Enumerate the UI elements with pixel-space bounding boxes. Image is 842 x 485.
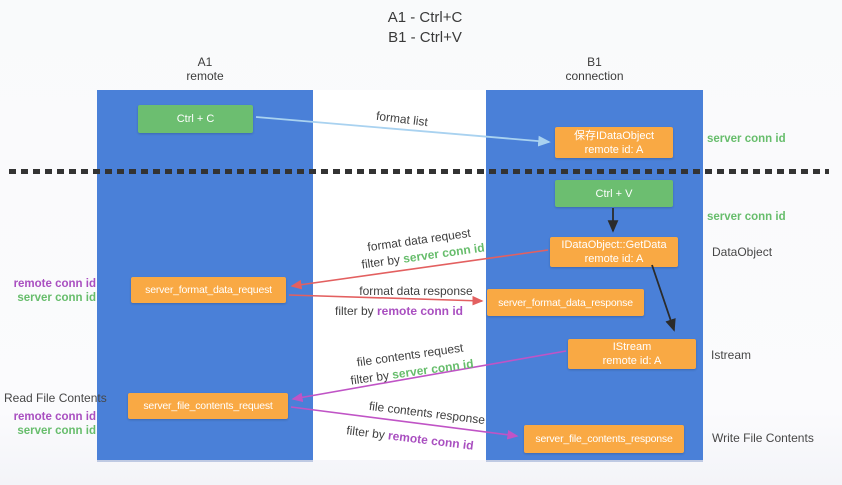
ctrl-v-label: Ctrl + V [595,187,633,200]
annotation-dataobject: DataObject [712,245,773,259]
getdata-line1: IDataObject::GetData [561,239,667,251]
save-idataobject-line1: 保存IDataObject [573,129,655,142]
annotation-server-conn-id-1: server conn id [17,292,96,304]
ctrl-c-label: Ctrl + C [176,113,215,125]
annotation-server-conn-id-2: server conn id [17,425,96,437]
annotation-remote-conn-id-1: remote conn id [13,278,96,290]
annotation-read-file-contents: Read File Contents [4,391,107,405]
column-header-a1: A1 remote [97,55,313,83]
node-ctrl-v: Ctrl + V [555,180,673,207]
node-idataobject-getdata: IDataObject::GetData remote id: A [550,237,678,267]
title-line-1: A1 - Ctrl+C [387,9,463,26]
column-a1-role: remote [186,69,224,83]
istream-line1: IStream [612,341,652,353]
node-server-file-contents-request: server_file_contents_request [128,393,288,419]
istream-line2: remote id: A [602,355,662,367]
save-idataobject-line2: remote id: A [584,143,644,156]
annotation-write-file-contents: Write File Contents [712,431,814,445]
node-server-file-contents-response: server_file_contents_response [524,425,684,453]
node-save-idataobject: 保存IDataObject remote id: A [555,127,673,158]
annotation-conn-ids-file: remote conn id server conn id [4,410,96,438]
diagram-title: A1 - Ctrl+C B1 - Ctrl+V [388,8,463,48]
node-server-format-data-request: server_format_data_request [131,277,286,303]
node-server-format-data-response: server_format_data_response [487,289,644,316]
annotation-istream: Istream [711,348,752,362]
column-a1-name: A1 [197,55,213,69]
annotation-server-conn-id-mid: server conn id [707,211,786,223]
filter-by-text: filter by [334,304,377,318]
annotation-conn-ids-format: remote conn id server conn id [4,277,96,305]
title-line-2: B1 - Ctrl+V [388,29,462,46]
getdata-line2: remote id: A [584,253,644,265]
label-filter-by-remote-conn-id-1: filter by remote conn id [335,304,463,318]
remote-conn-id-text: remote conn id [377,304,464,318]
column-b1-name: B1 [587,55,602,69]
annotation-server-conn-id-top: server conn id [707,133,786,145]
node-istream: IStream remote id: A [568,339,696,369]
column-header-b1: B1 connection [486,55,703,83]
node-ctrl-c: Ctrl + C [138,105,253,133]
label-format-data-response: format data response [359,284,473,298]
annotation-remote-conn-id-2: remote conn id [13,411,96,423]
column-b1-role: connection [565,69,624,83]
machine-boundary-dotted-line [9,169,829,174]
